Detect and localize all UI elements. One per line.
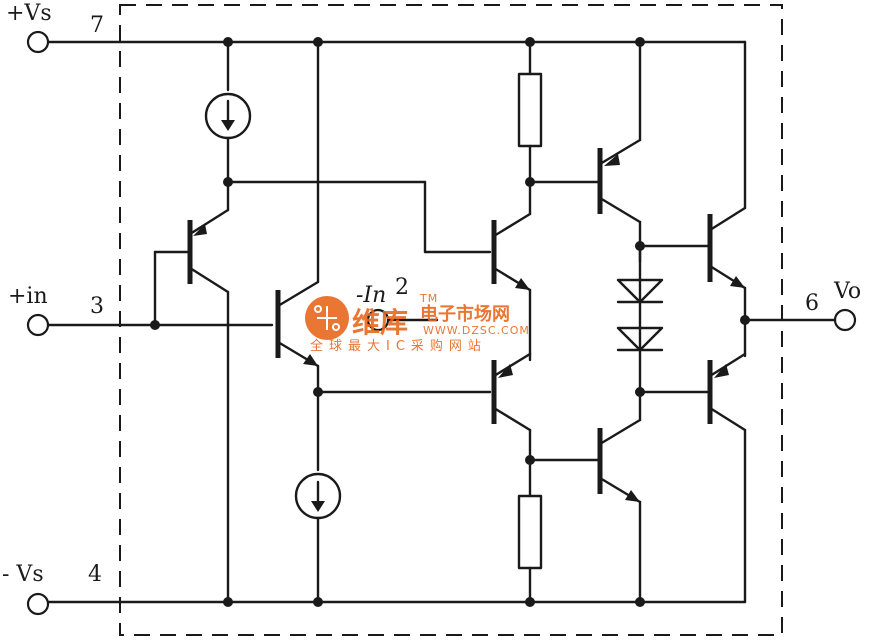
vout-label: Vo <box>833 279 861 304</box>
watermark-slogan: 全球最大IC采购网站 <box>310 338 487 354</box>
transistor-q5 <box>597 40 642 264</box>
transistor-q4 <box>491 352 532 432</box>
watermark-tm: TM <box>419 292 438 305</box>
watermark-tagline: 电子市场网 <box>420 303 510 325</box>
in-neg-label: -In <box>356 283 386 308</box>
upper-current-source <box>204 40 252 184</box>
junction-dots <box>150 37 750 607</box>
transistor-q7 <box>707 40 747 358</box>
transistor-q8 <box>707 352 747 604</box>
upper-resistor <box>517 40 543 216</box>
watermark: 维库 电子市场网 TM WWW.DZSC.COM 全球最大IC采购网站 <box>305 292 530 354</box>
vs-neg-label: - Vs <box>2 562 44 587</box>
transistor-q3 <box>491 212 532 292</box>
vs-neg-number: 4 <box>88 562 102 587</box>
vout-number: 6 <box>805 291 819 316</box>
terminal-in-pos <box>26 313 50 337</box>
in-pos-number: 3 <box>90 294 104 319</box>
transistor-q2 <box>275 40 320 472</box>
watermark-url: WWW.DZSC.COM <box>423 324 530 337</box>
transistor-q6 <box>597 390 642 604</box>
in-pos-label: +in <box>8 284 48 309</box>
transistor-q1 <box>153 208 230 604</box>
terminal-vs-pos <box>26 30 50 54</box>
bias-diodes <box>616 244 664 394</box>
in-neg-number: 2 <box>395 275 409 300</box>
terminal-vout <box>833 308 857 332</box>
lower-resistor <box>517 494 543 604</box>
vs-pos-number: 7 <box>90 13 104 38</box>
watermark-brand: 维库 <box>352 306 408 339</box>
vs-pos-label: +Vs <box>6 1 52 26</box>
terminal-vs-neg <box>26 592 50 616</box>
lower-current-source <box>294 472 342 604</box>
